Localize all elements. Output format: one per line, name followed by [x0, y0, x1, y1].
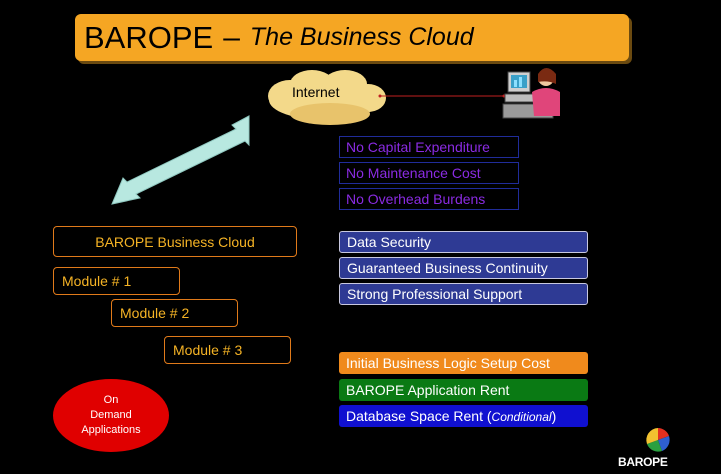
on-demand-line1: On — [103, 394, 119, 406]
feature-item: Data Security — [339, 231, 588, 253]
module-label: Module # 1 — [62, 273, 132, 289]
title-main: BAROPE — [84, 19, 214, 55]
module-label: Module # 2 — [120, 305, 190, 321]
on-demand-ellipse: On Demand Applications — [53, 379, 169, 452]
internet-cloud-icon — [268, 70, 386, 125]
benefit-item: No Capital Expenditure — [339, 136, 519, 158]
module-box: Module # 3 — [164, 336, 291, 364]
module-label: Module # 3 — [173, 342, 243, 358]
logo-text: BAROPE — [618, 455, 668, 469]
user-computer-icon — [502, 68, 560, 119]
benefit-item: No Overhead Burdens — [339, 188, 519, 210]
feature-item: Guaranteed Business Continuity — [339, 257, 588, 279]
cost-setup: Initial Business Logic Setup Cost — [339, 352, 588, 374]
module-box: Module # 2 — [111, 299, 238, 327]
benefit-item: No Maintenance Cost — [339, 162, 519, 184]
on-demand-line3: Applications — [81, 424, 141, 436]
cost-db: Database Space Rent (Conditional) — [339, 405, 588, 427]
internet-label: Internet — [292, 84, 340, 100]
title-dash: – — [223, 20, 240, 54]
on-demand-line2: Demand — [90, 409, 132, 421]
module-box: Module # 1 — [53, 267, 180, 295]
cost-db-end: ) — [551, 408, 557, 424]
feature-item: Strong Professional Support — [339, 283, 588, 305]
cost-db-conditional: Conditional — [491, 410, 552, 424]
title-sub: The Business Cloud — [249, 23, 474, 51]
business-cloud-label: BAROPE Business Cloud — [95, 233, 255, 250]
business-cloud-box: BAROPE Business Cloud — [53, 226, 297, 257]
cost-db-main: Database Space Rent ( — [346, 408, 492, 424]
cost-rent: BAROPE Application Rent — [339, 379, 588, 401]
leased-bandwidth-arrow — [111, 115, 250, 205]
barope-logo-icon — [646, 428, 670, 452]
title-bar: BAROPE – The Business Cloud — [75, 14, 629, 61]
